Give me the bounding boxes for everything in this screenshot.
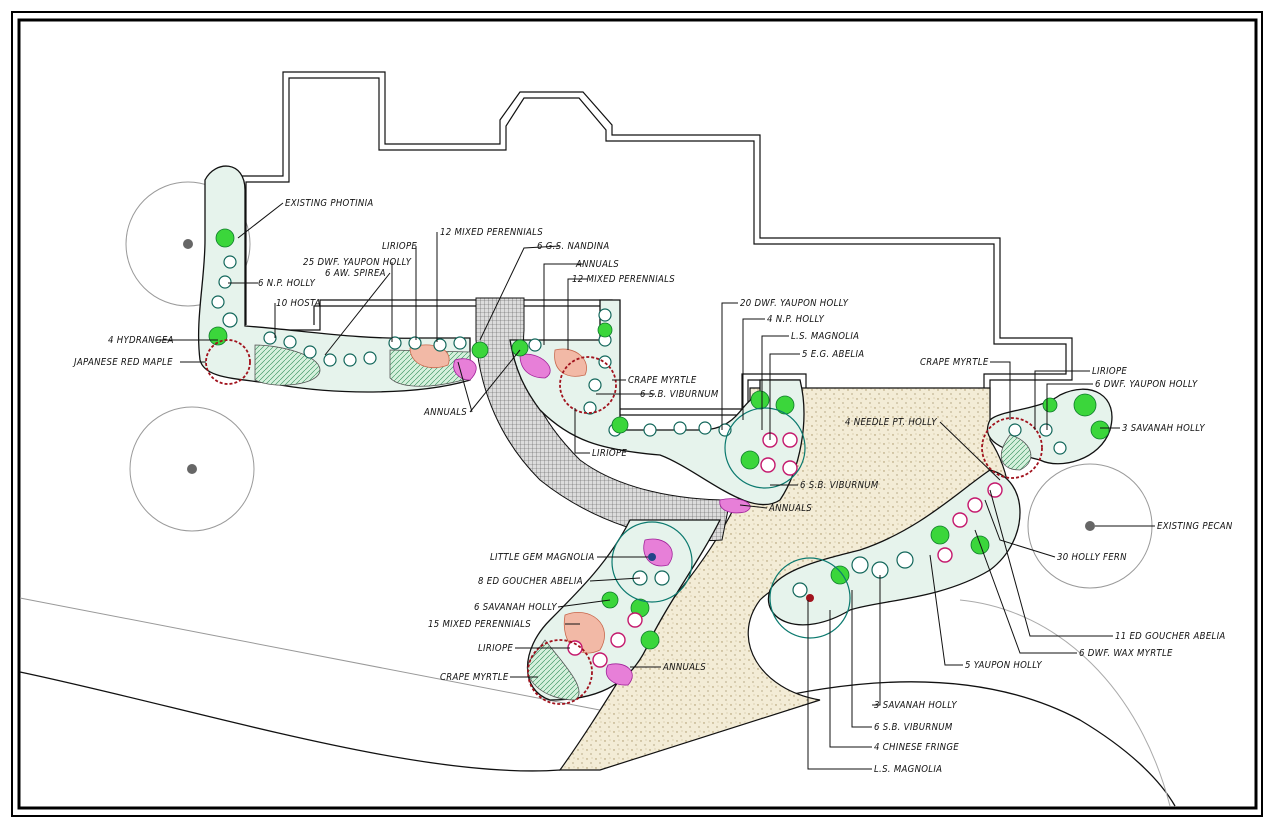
label-dwf-yaupon-25: 25 DWF. YAUPON HOLLY bbox=[303, 257, 412, 268]
label-ed-goucher-8: 8 ED GOUCHER ABELIA bbox=[478, 576, 583, 587]
plant-labels: EXISTING PHOTINIA 12 MIXED PERENNIALS LI… bbox=[72, 198, 1233, 775]
label-savanah-holly-c: 3 SAVANAH HOLLY bbox=[874, 700, 957, 711]
label-existing-photinia: EXISTING PHOTINIA bbox=[285, 198, 374, 209]
label-gs-nandina: 6 G.S. NANDINA bbox=[537, 241, 610, 252]
existing-tree-symbol bbox=[125, 181, 1153, 589]
outer-frame bbox=[11, 11, 1263, 817]
label-yaupon-holly-5: 5 YAUPON HOLLY bbox=[965, 660, 1042, 671]
shrub-symbol bbox=[211, 255, 1067, 598]
label-hosta: 10 HOSTA bbox=[276, 298, 321, 309]
label-annuals-a: ANNUALS bbox=[575, 259, 619, 270]
groundcover-zones bbox=[254, 344, 1032, 701]
label-dwf-yaupon-6: 6 DWF. YAUPON HOLLY bbox=[1095, 379, 1198, 390]
label-holly-fern: 30 HOLLY FERN bbox=[1057, 552, 1127, 563]
label-annuals-c: ANNUALS bbox=[768, 503, 812, 514]
label-np-holly-b: 4 N.P. HOLLY bbox=[767, 314, 825, 325]
label-sb-viburnum-a: 6 S.B. VIBURNUM bbox=[640, 389, 719, 400]
label-crape-myrtle-c: CRAPE MYRTLE bbox=[440, 672, 509, 683]
label-aw-spirea: 6 AW. SPIREA bbox=[325, 268, 386, 279]
label-ls-magnolia-a: L.S. MAGNOLIA bbox=[791, 331, 859, 342]
crape-myrtle-symbol bbox=[205, 339, 1043, 705]
label-japanese-red-maple: JAPANESE RED MAPLE bbox=[72, 357, 173, 368]
label-dwf-yaupon-20: 20 DWF. YAUPON HOLLY bbox=[740, 298, 849, 309]
label-mixed-perennials-12a: 12 MIXED PERENNIALS bbox=[440, 227, 543, 238]
label-liriope-d: LIRIOPE bbox=[478, 643, 513, 654]
label-np-holly-a: 6 N.P. HOLLY bbox=[258, 278, 316, 289]
label-sb-viburnum-b: 6 S.B. VIBURNUM bbox=[800, 480, 879, 491]
label-little-gem-magnolia: LITTLE GEM MAGNOLIA bbox=[490, 552, 595, 563]
label-liriope-c: LIRIOPE bbox=[1092, 366, 1127, 377]
label-crape-myrtle-b: CRAPE MYRTLE bbox=[920, 357, 989, 368]
label-chinese-fringe: 4 CHINESE FRINGE bbox=[874, 742, 959, 753]
street-curb-line bbox=[19, 671, 561, 772]
label-existing-pecan: EXISTING PECAN bbox=[1157, 521, 1233, 532]
label-annuals-d: ANNUALS bbox=[662, 662, 706, 673]
label-liriope-b: LIRIOPE bbox=[592, 448, 627, 459]
street-outer-curve bbox=[959, 599, 1171, 807]
label-hydrangea: 4 HYDRANGEA bbox=[108, 335, 174, 346]
label-crape-myrtle-a: CRAPE MYRTLE bbox=[628, 375, 697, 386]
label-savanah-holly-a: 3 SAVANAH HOLLY bbox=[1122, 423, 1205, 434]
label-ed-goucher-11: 11 ED GOUCHER ABELIA bbox=[1115, 631, 1226, 642]
label-dwf-wax-myrtle: 6 DWF. WAX MYRTLE bbox=[1079, 648, 1173, 659]
label-eg-abelia: 5 E.G. ABELIA bbox=[802, 349, 864, 360]
label-mixed-perennials-12b: 12 MIXED PERENNIALS bbox=[572, 274, 675, 285]
label-savanah-holly-b: 6 SAVANAH HOLLY bbox=[474, 602, 557, 613]
label-needle-pt-holly: 4 NEEDLE PT. HOLLY bbox=[845, 417, 937, 428]
label-sb-viburnum-c: 6 S.B. VIBURNUM bbox=[874, 722, 953, 733]
label-leaders bbox=[156, 202, 1155, 770]
house-footprint bbox=[239, 71, 1073, 416]
inner-frame bbox=[17, 18, 1258, 810]
label-ls-magnolia-b: L.S. MAGNOLIA bbox=[874, 764, 942, 775]
label-annuals-b: ANNUALS bbox=[423, 407, 467, 418]
label-mixed-perennials-15: 15 MIXED PERENNIALS bbox=[428, 619, 531, 630]
property-line bbox=[19, 597, 611, 713]
label-liriope-a: LIRIOPE bbox=[382, 241, 417, 252]
annuals-beds bbox=[453, 353, 751, 686]
